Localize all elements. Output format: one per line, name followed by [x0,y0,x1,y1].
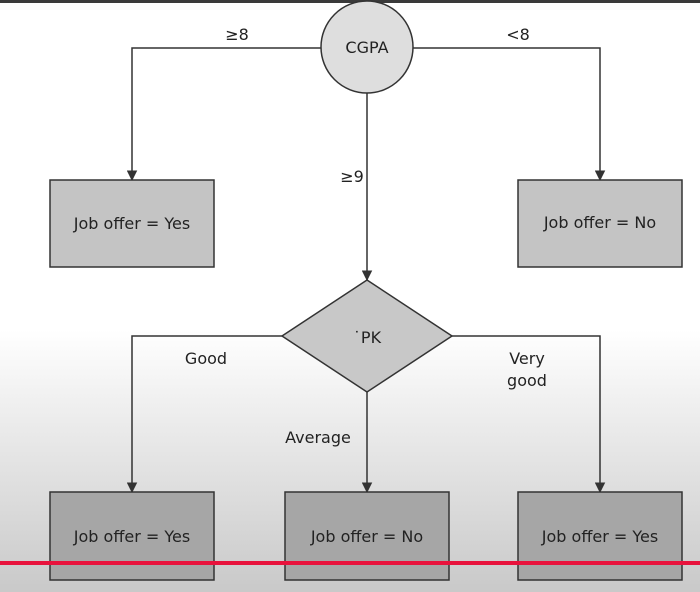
leaf-bottom-left: Job offer = Yes [49,491,215,581]
edge-label-average: Average [285,428,351,447]
decision-label: ˙PK [353,328,382,347]
leaf-bottom-right: Job offer = Yes [517,491,683,581]
leaf-bottom-right-label: Job offer = Yes [541,527,658,546]
leaf-bottom-middle-box [284,491,450,581]
top-edge-strip [0,0,700,3]
edge-label-down: ≥9 [340,167,364,186]
decision-node: ˙PK [280,279,454,393]
edge-label-very-good-line1: Very [509,349,545,368]
leaf-bottom-middle: Job offer = No [284,491,450,581]
edge-root-left [126,47,321,182]
leaf-top-left: Job offer = Yes [49,179,215,268]
edge-label-good: Good [185,349,227,368]
edge-root-right [412,47,606,182]
edge-decision-very-good [452,335,606,494]
leaf-bottom-right-box [517,491,683,581]
leaf-top-left-box [49,179,215,268]
edge-decision-good [126,335,282,494]
root-label: CGPA [345,38,388,57]
leaf-top-right: Job offer = No [517,179,683,268]
edge-label-right: <8 [506,25,530,44]
leaf-top-right-label: Job offer = No [543,213,656,232]
leaf-bottom-left-box [49,491,215,581]
video-progress-bar[interactable] [0,561,700,565]
leaf-bottom-left-label: Job offer = Yes [73,527,190,546]
root-node: CGPA [320,0,414,94]
leaf-top-left-label: Job offer = Yes [73,214,190,233]
edge-label-left: ≥8 [225,25,249,44]
decision-diamond [280,279,454,393]
root-circle [320,0,414,94]
leaf-bottom-middle-label: Job offer = No [310,527,423,546]
edge-label-very-good-line2: good [507,371,547,390]
leaf-top-right-box [517,179,683,268]
connectors [126,47,606,494]
